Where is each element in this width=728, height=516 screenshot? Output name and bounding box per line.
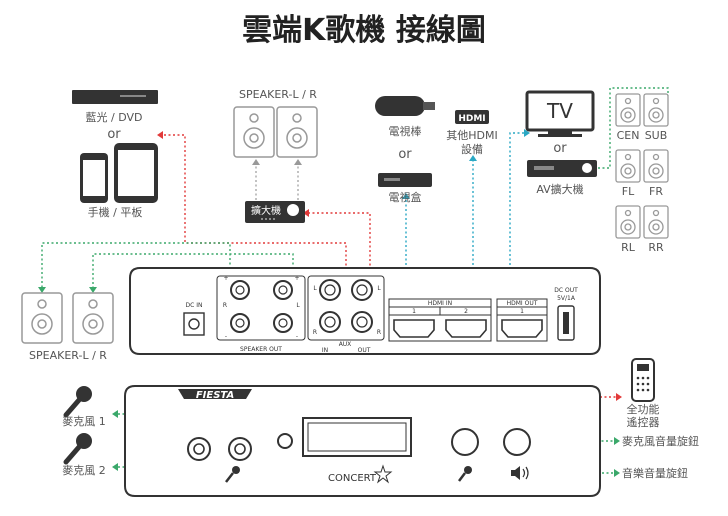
speaker-top-right-icon	[276, 106, 318, 158]
rca-l-in-label: L	[313, 285, 317, 292]
tv-box-icon	[378, 173, 432, 187]
red-line-to-amp	[309, 212, 371, 270]
rca-r-in-label: R	[313, 329, 317, 336]
tv-box-label: 電視盒	[389, 190, 422, 204]
dc-in-label: DC IN	[186, 302, 203, 309]
star-icon	[373, 464, 393, 484]
speaker-out-label: SPEAKER OUT	[240, 346, 282, 353]
bluray-player-icon	[72, 90, 158, 104]
tv-icon	[525, 90, 595, 137]
tv-label: TV	[546, 99, 573, 123]
other-hdmi-label: 其他HDMI	[446, 129, 497, 142]
rca-in-label: IN	[322, 347, 328, 354]
tv-stick-icon	[375, 96, 435, 116]
amplifier-label: 擴大機	[251, 204, 281, 217]
sub-label: SUB	[645, 129, 668, 142]
speaker-top-label: SPEAKER-L / R	[239, 88, 317, 101]
amplifier-icon	[245, 201, 305, 223]
speaker-volume-icon	[511, 466, 529, 480]
av-amplifier-icon	[527, 160, 597, 177]
concert-logo: CONCERT	[328, 473, 377, 484]
other-hdmi-label-2: 設備	[461, 142, 483, 156]
microphone-2-icon	[63, 433, 92, 465]
remote-control-icon	[631, 358, 655, 402]
front-brand-logo: FIESTA	[196, 390, 234, 401]
bluray-label: 藍光 / DVD	[86, 110, 143, 124]
speaker-rl-icon	[615, 205, 641, 239]
or-label-1: or	[107, 127, 121, 142]
front-mic-knob-icon	[458, 466, 472, 482]
front-mic-icon	[225, 466, 240, 483]
speaker-sub-icon	[643, 93, 669, 127]
spk-r-label: R	[223, 302, 227, 309]
tv-stick-label: 電視棒	[389, 124, 422, 138]
hdmi-out-label: HDMI OUT	[507, 300, 538, 307]
microphone-1-icon	[63, 386, 92, 418]
hdmi-in-label: HDMI IN	[428, 300, 452, 307]
aux-label: AUX	[339, 341, 352, 348]
rca-l-out-label: L	[377, 285, 381, 292]
phone-tablet-label: 手機 / 平板	[88, 205, 143, 219]
rca-r-out-label: R	[377, 329, 381, 336]
hdmi-in-port-1: 1	[412, 308, 416, 315]
speaker-left-label: SPEAKER-L / R	[29, 349, 107, 362]
phone-icon	[80, 153, 108, 203]
mic2-label: 麥克風 2	[62, 464, 106, 477]
speaker-top-left-icon	[233, 106, 275, 158]
speaker-left-r-icon	[72, 292, 114, 344]
teal-line-to-tv	[509, 132, 524, 292]
fr-label: FR	[649, 185, 663, 198]
hdmi-out-port-1: 1	[520, 308, 524, 315]
green-line-speaker-r	[92, 253, 294, 287]
dc-out-spec-label: 5V/1A	[557, 295, 576, 302]
diagram-title: 雲端K歌機 接線圖	[242, 13, 486, 48]
arrow-heads	[38, 129, 622, 477]
rr-label: RR	[648, 241, 664, 254]
speaker-left-l-icon	[21, 292, 63, 344]
mic1-label: 麥克風 1	[62, 415, 106, 428]
remote-label-2: 遙控器	[627, 415, 660, 429]
tablet-icon	[114, 143, 158, 203]
speaker-fl-icon	[615, 149, 641, 183]
spk-l-label: L	[296, 302, 300, 309]
red-line-to-source	[163, 134, 347, 270]
spk-minus-left: -	[225, 333, 227, 340]
or-label-3: or	[553, 141, 567, 156]
speaker-cen-icon	[615, 93, 641, 127]
speaker-rr-icon	[643, 205, 669, 239]
back-panel	[129, 267, 601, 355]
fl-label: FL	[622, 185, 635, 198]
hdmi-logo-icon	[455, 110, 489, 124]
remote-label-1: 全功能	[627, 402, 660, 416]
rl-label: RL	[621, 241, 636, 254]
mic-knob-label: 麥克風音量旋鈕	[622, 434, 699, 448]
speaker-fr-icon	[643, 149, 669, 183]
cen-label: CEN	[617, 129, 640, 142]
green-line-av-speakers	[598, 87, 669, 169]
green-line-speaker-l	[41, 242, 231, 287]
spk-plus-right: +	[294, 275, 299, 282]
hdmi-badge-text: HDMI	[458, 114, 485, 124]
spk-minus-right: -	[296, 333, 298, 340]
av-amp-label: AV擴大機	[536, 182, 583, 196]
music-knob-label: 音樂音量旋鈕	[622, 466, 688, 480]
spk-plus-left: +	[223, 275, 228, 282]
or-label-2: or	[398, 147, 412, 162]
dc-out-label: DC OUT	[554, 287, 578, 294]
front-panel	[124, 385, 601, 497]
hdmi-in-port-2: 2	[464, 308, 468, 315]
rca-out-label: OUT	[358, 347, 371, 354]
